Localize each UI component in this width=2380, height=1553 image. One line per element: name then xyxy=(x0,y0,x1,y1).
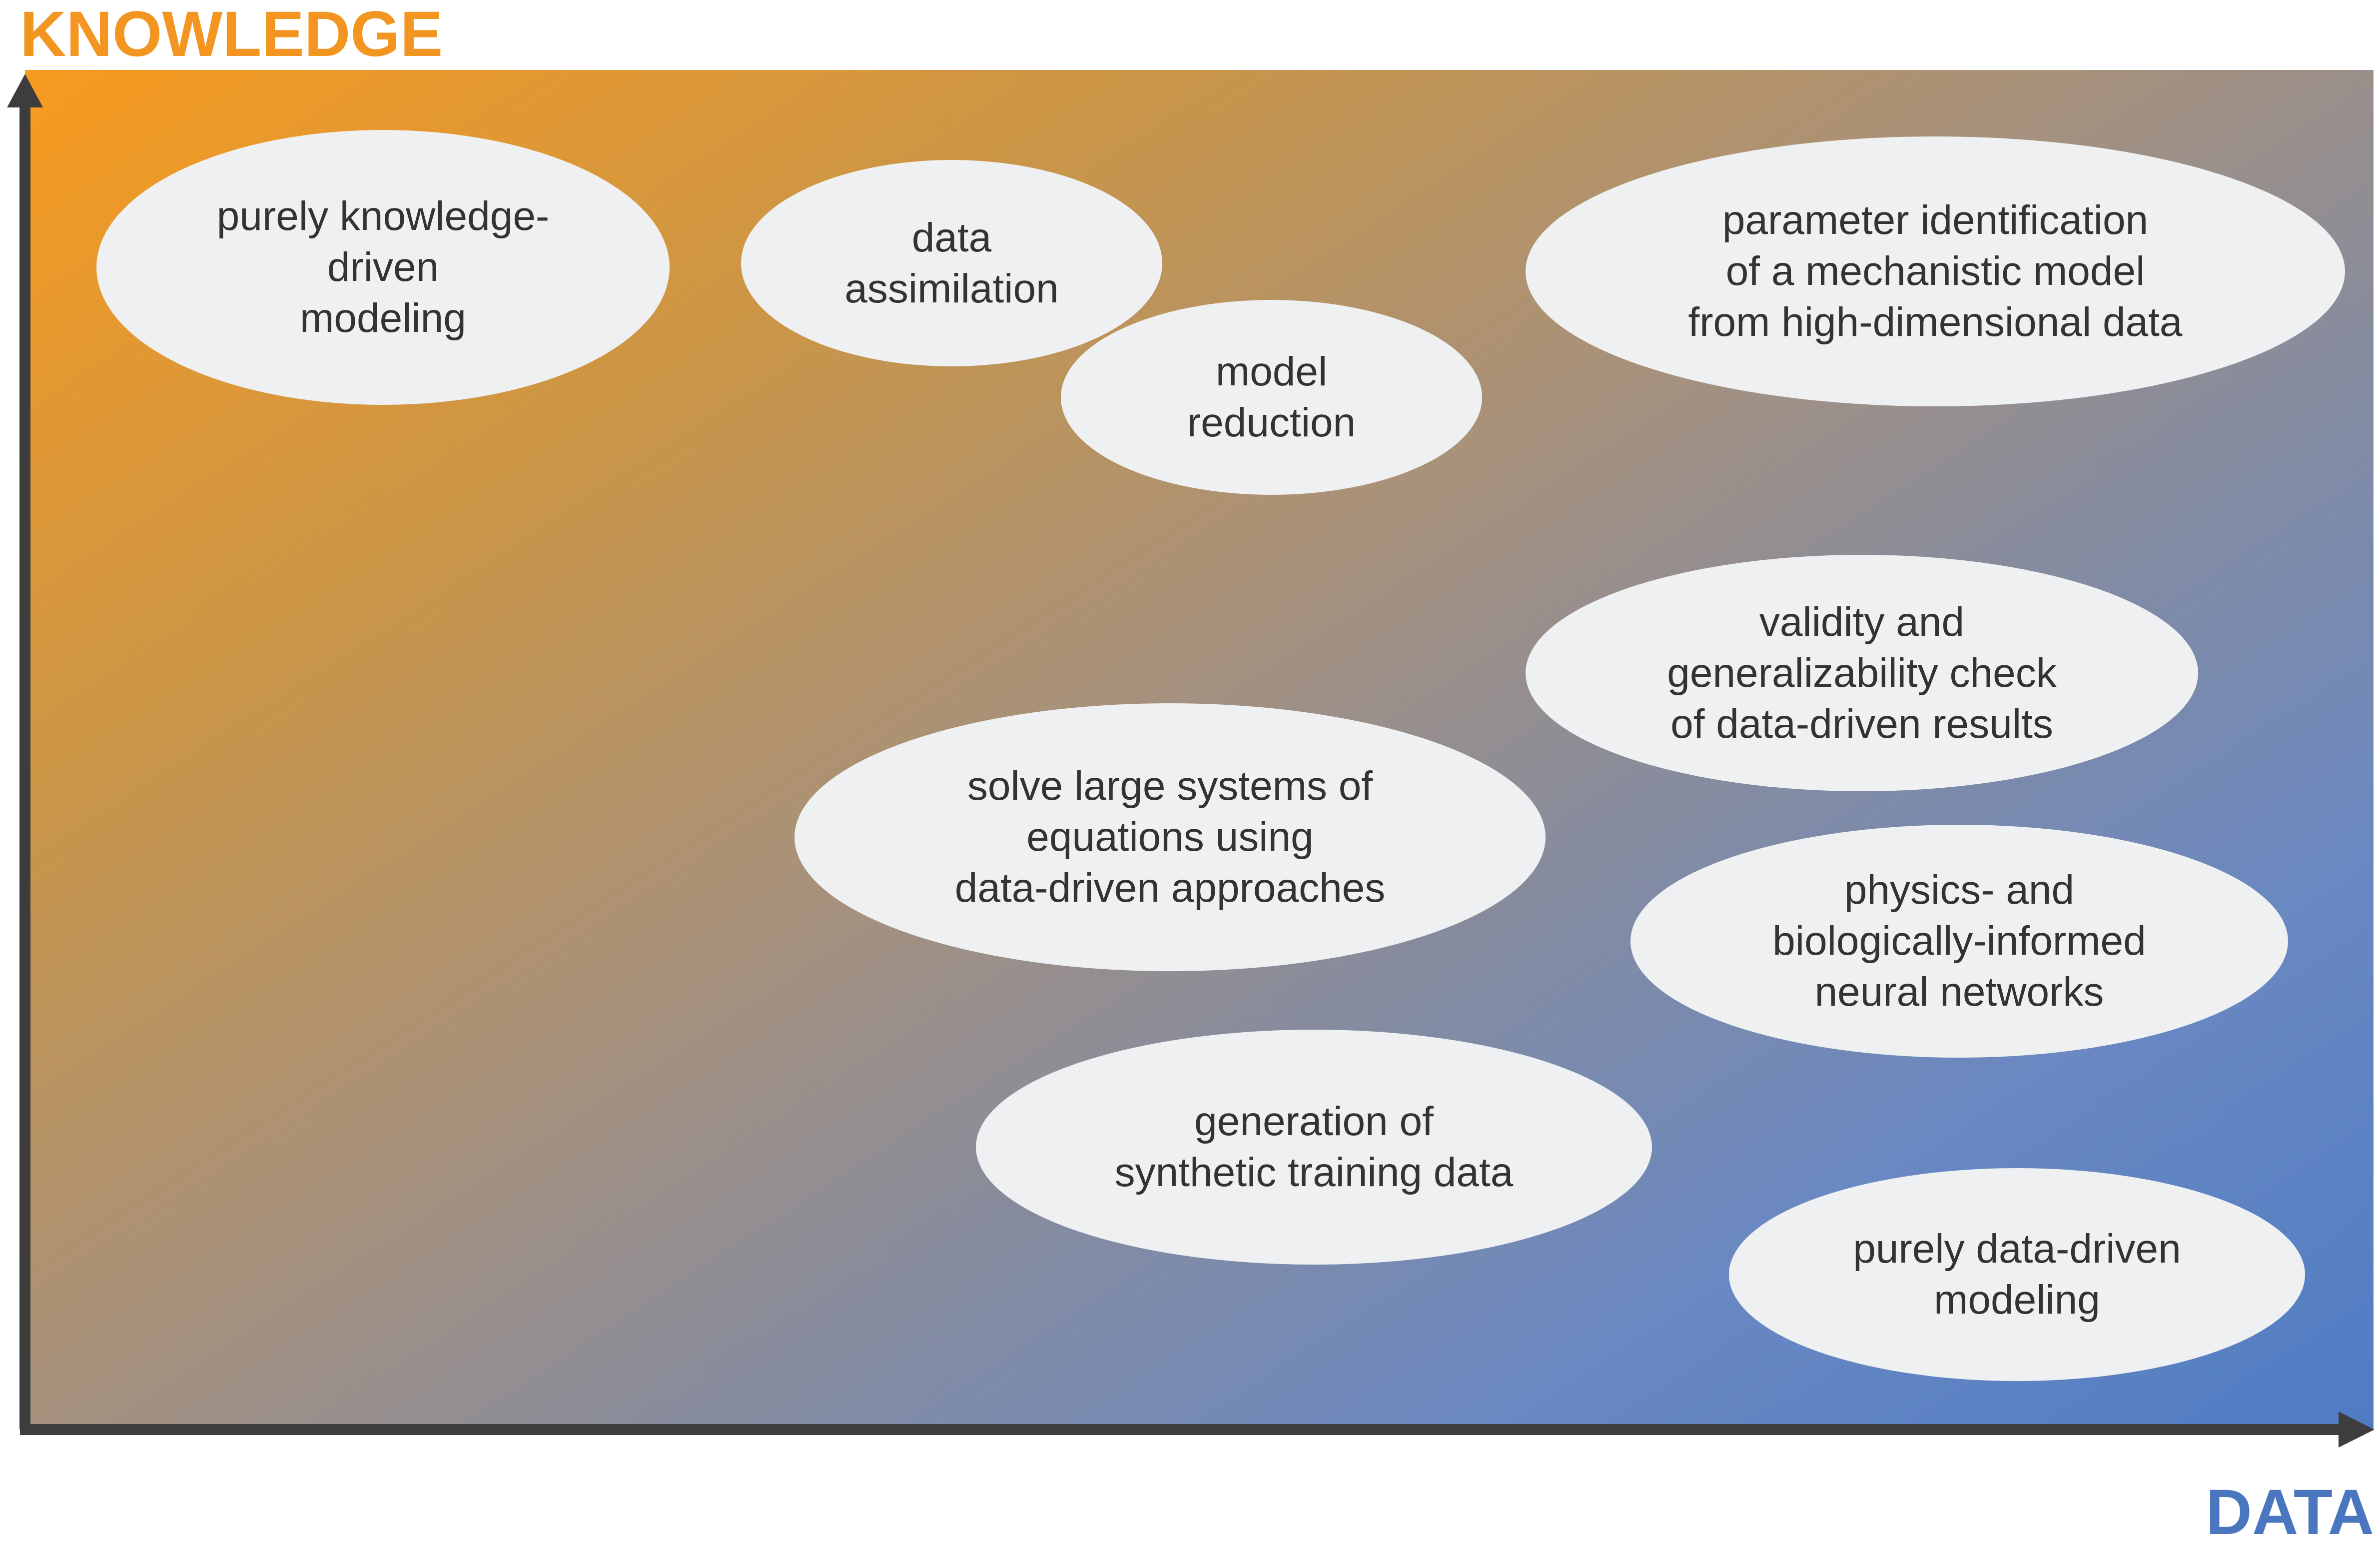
bubble-parameter-identification: parameter identification of a mechanisti… xyxy=(1526,136,2345,406)
bubble-label: solve large systems of equations using d… xyxy=(954,763,1386,911)
bubble-label: data assimilation xyxy=(844,214,1059,311)
bubble-label: generation of synthetic training data xyxy=(1114,1099,1514,1195)
bubble-label: model reduction xyxy=(1187,349,1356,445)
x-axis-label: DATA xyxy=(2206,1477,2375,1548)
bubble-solve-large-systems: solve large systems of equations using d… xyxy=(794,703,1546,971)
bubble-physics-informed-networks: physics- and biologically-informed neura… xyxy=(1630,825,2288,1058)
bubble-label: purely knowledge- driven modeling xyxy=(216,193,550,341)
y-axis-arrowhead xyxy=(7,74,43,107)
bubble-label: parameter identification of a mechanisti… xyxy=(1688,197,2183,345)
bubble-synthetic-training-data: generation of synthetic training data xyxy=(976,1030,1652,1265)
bubble-validity-check: validity and generalizability check of d… xyxy=(1526,555,2198,791)
bubble-model-reduction: model reduction xyxy=(1061,300,1482,495)
bubble-purely-data-driven: purely data-driven modeling xyxy=(1729,1168,2305,1381)
x-axis-arrowhead xyxy=(2339,1412,2375,1448)
bubble-label: validity and generalizability check of d… xyxy=(1667,599,2057,747)
y-axis-label: KNOWLEDGE xyxy=(20,0,443,70)
bubble-label: purely data-driven modeling xyxy=(1853,1226,2181,1323)
bubble-label: physics- and biologically-informed neura… xyxy=(1772,867,2146,1015)
bubble-data-assimilation: data assimilation xyxy=(741,160,1162,366)
bubble-purely-knowledge-driven: purely knowledge- driven modeling xyxy=(96,130,670,405)
